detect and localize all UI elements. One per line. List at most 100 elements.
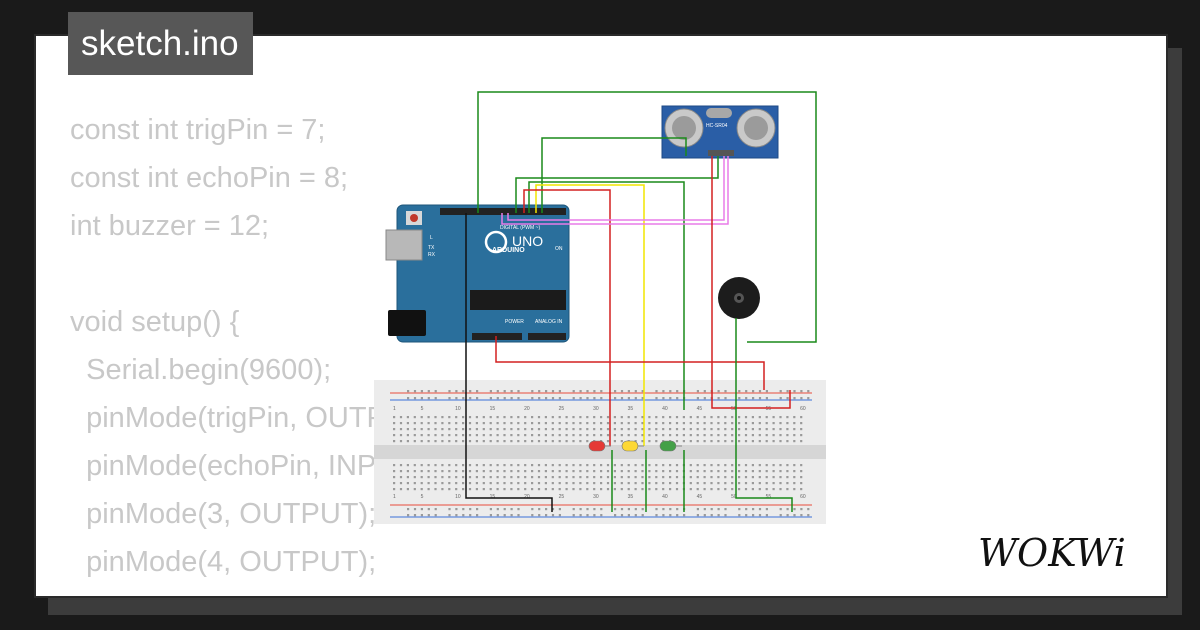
breadboard-hole [537, 470, 541, 473]
breadboard-hole [565, 482, 568, 485]
sensor-pins [708, 150, 734, 156]
breadboard-hole [703, 428, 706, 431]
power-label: POWER [505, 319, 524, 325]
breadboard-rail-hole [807, 397, 810, 400]
breadboard-hole [393, 464, 396, 467]
breadboard-hole [496, 482, 499, 485]
breadboard-hole [703, 470, 706, 473]
breadboard-hole [551, 476, 554, 479]
breadboard-hole [724, 482, 727, 485]
breadboard-hole [613, 440, 616, 443]
breadboard-rail-hole [496, 508, 499, 511]
breadboard-column-label: 60 [800, 494, 806, 500]
breadboard-hole [786, 440, 789, 443]
breadboard-hole [641, 422, 644, 425]
breadboard-hole [393, 476, 396, 479]
breadboard-hole [586, 482, 589, 485]
breadboard-rail-hole [489, 514, 492, 517]
breadboard-hole [420, 428, 423, 431]
breadboard-rail-hole [476, 397, 479, 400]
breadboard-hole [669, 488, 672, 491]
breadboard-hole [675, 482, 679, 485]
breadboard-hole [800, 428, 803, 431]
breadboard-rail-hole [545, 397, 548, 400]
breadboard-hole [517, 440, 520, 443]
breadboard-hole [420, 482, 423, 485]
breadboard-hole [468, 440, 472, 443]
breadboard-hole [468, 422, 472, 425]
file-name-tag: sketch.ino [68, 12, 253, 75]
breadboard-hole [482, 482, 485, 485]
breadboard-hole [669, 428, 672, 431]
breadboard-hole [413, 482, 416, 485]
breadboard-hole [544, 488, 547, 491]
breadboard-rail-hole [558, 514, 561, 517]
analog-label: ANALOG IN [535, 319, 563, 325]
breadboard-hole [724, 476, 727, 479]
breadboard-rail-hole [634, 397, 637, 400]
breadboard-hole [413, 440, 416, 443]
breadboard-hole [593, 434, 596, 437]
breadboard-hole [593, 482, 596, 485]
breadboard-rail-hole [407, 514, 410, 517]
breadboard-rail-hole [765, 397, 768, 400]
breadboard-hole [551, 488, 554, 491]
breadboard-hole [655, 488, 658, 491]
breadboard-rail-hole [627, 397, 630, 400]
breadboard-hole [710, 434, 713, 437]
breadboard-rail-hole [531, 397, 534, 400]
breadboard-rail-hole [496, 397, 499, 400]
breadboard-rail-hole [669, 397, 672, 400]
breadboard-hole [496, 464, 499, 467]
breadboard-hole [655, 416, 658, 419]
breadboard-hole [717, 434, 720, 437]
breadboard-hole [427, 440, 430, 443]
breadboard-hole [427, 434, 430, 437]
breadboard-rail-hole [738, 390, 741, 393]
breadboard-hole [662, 434, 665, 437]
breadboard-hole [634, 422, 637, 425]
breadboard-hole [606, 434, 610, 437]
breadboard-hole [531, 476, 534, 479]
breadboard-hole [606, 482, 610, 485]
breadboard-hole [613, 488, 616, 491]
breadboard-column-label: 25 [559, 494, 565, 500]
breadboard-column-label: 30 [593, 406, 599, 412]
breadboard-rail-hole [413, 508, 417, 511]
breadboard-rail-hole [634, 508, 637, 511]
breadboard-rail-hole [427, 390, 430, 393]
breadboard-hole [531, 464, 534, 467]
breadboard-hole [772, 428, 775, 431]
breadboard-hole [641, 476, 644, 479]
breadboard-hole [744, 464, 748, 467]
breadboard-rail-hole [703, 514, 706, 517]
breadboard-hole [579, 428, 582, 431]
breadboard-rail-hole [793, 397, 796, 400]
breadboard-rail-hole [703, 397, 706, 400]
breadboard-hole [731, 482, 734, 485]
breadboard-column-label: 20 [524, 494, 530, 500]
breadboard-rail-hole [786, 397, 789, 400]
breadboard-rail-hole [558, 397, 561, 400]
breadboard-rail-hole [779, 514, 782, 517]
breadboard-rail-hole [627, 508, 630, 511]
breadboard-hole [399, 416, 403, 419]
breadboard-hole [689, 416, 692, 419]
breadboard-hole [517, 428, 520, 431]
arduino-model-label: UNO [512, 233, 543, 249]
breadboard-hole [531, 434, 534, 437]
breadboard-rail-hole [455, 397, 458, 400]
breadboard-hole [455, 428, 458, 431]
breadboard-hole [399, 488, 403, 491]
breadboard-hole [655, 464, 658, 467]
breadboard-hole [772, 476, 775, 479]
code-line: const int trigPin = 7; [70, 114, 326, 146]
breadboard-rail-hole [503, 390, 506, 393]
preview-card: const int trigPin = 7;const int echoPin … [34, 34, 1168, 598]
breadboard-hole [800, 434, 803, 437]
breadboard-hole [675, 470, 679, 473]
on-label: ON [555, 246, 563, 252]
breadboard-hole [468, 476, 472, 479]
led-2 [621, 440, 644, 452]
breadboard-hole [558, 422, 561, 425]
